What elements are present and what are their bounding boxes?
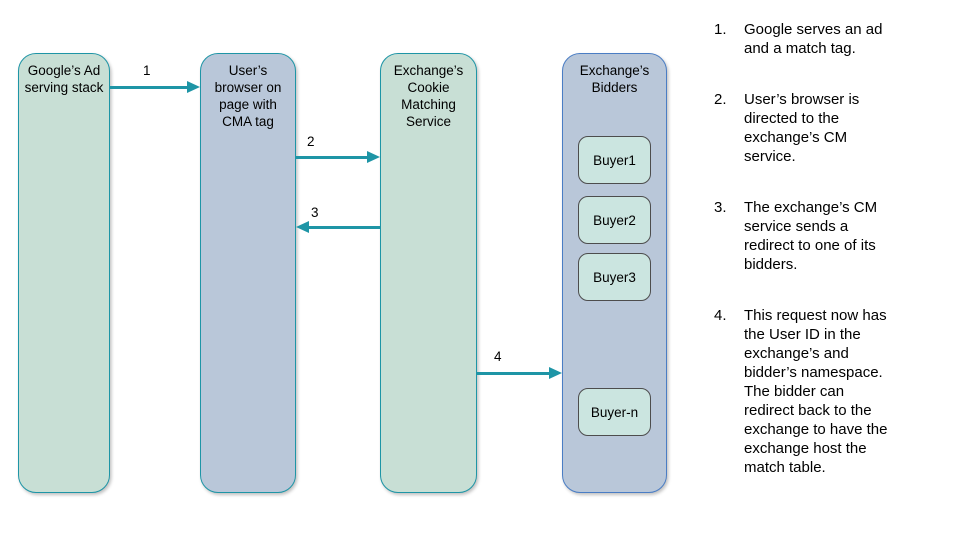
node-title-browser: User’s browser on page with CMA tag: [214, 63, 282, 129]
buyer-label-2: Buyer2: [593, 212, 636, 228]
step-item-2: 2. User’s browser is directed to the exc…: [714, 90, 939, 166]
buyer-label-1: Buyer1: [593, 152, 636, 168]
arrowhead-right-icon: [367, 151, 380, 163]
step-number: 1.: [714, 21, 727, 38]
arrow-4-cm-to-bidders: [477, 367, 562, 379]
buyer-box-2: Buyer2: [578, 196, 651, 244]
node-title-cm-service: Exchange’s Cookie Matching Service: [393, 63, 464, 129]
step-text: User’s browser is directed to the exchan…: [744, 91, 860, 165]
step-item-4: 4. This request now has the User ID in t…: [714, 306, 939, 477]
buyer-box-3: Buyer3: [578, 253, 651, 301]
step-text: The exchange’s CM service sends a redire…: [744, 199, 878, 273]
arrow-2-browser-to-cm: [296, 151, 380, 163]
buyer-label-n: Buyer-n: [590, 404, 639, 420]
step-text: Google serves an ad and a match tag.: [744, 21, 883, 57]
step-number: 2.: [714, 91, 727, 108]
node-cookie-matching-service: Exchange’s Cookie Matching Service: [380, 53, 477, 493]
arrow-line: [307, 225, 380, 229]
step-number: 3.: [714, 199, 727, 216]
arrow-1-google-to-browser: [110, 81, 200, 93]
buyer-box-1: Buyer1: [578, 136, 651, 184]
steps-list: 1. Google serves an ad and a match tag. …: [714, 20, 939, 477]
step-number: 4.: [714, 307, 727, 324]
arrow-line: [296, 155, 369, 159]
node-title-google: Google’s Ad serving stack: [24, 63, 104, 95]
arrowhead-left-icon: [296, 221, 309, 233]
buyer-box-n: Buyer-n: [578, 388, 651, 436]
arrowhead-right-icon: [549, 367, 562, 379]
arrow-label-4: 4: [494, 349, 502, 364]
step-item-1: 1. Google serves an ad and a match tag.: [714, 20, 939, 58]
step-item-3: 3. The exchange’s CM service sends a red…: [714, 198, 939, 274]
arrow-label-3: 3: [311, 205, 319, 220]
node-users-browser: User’s browser on page with CMA tag: [200, 53, 296, 493]
node-google-ad-serving-stack: Google’s Ad serving stack: [18, 53, 110, 493]
arrow-label-1: 1: [143, 63, 151, 78]
node-title-bidders: Exchange’s Bidders: [579, 63, 650, 95]
buyer-label-3: Buyer3: [593, 269, 636, 285]
node-exchange-bidders: Exchange’s Bidders Buyer1 Buyer2 Buyer3 …: [562, 53, 667, 493]
arrowhead-right-icon: [187, 81, 200, 93]
arrow-3-cm-to-browser: [296, 221, 380, 233]
step-text: This request now has the User ID in the …: [744, 307, 888, 476]
arrow-label-2: 2: [307, 134, 315, 149]
arrow-line: [477, 371, 551, 375]
arrow-line: [110, 85, 189, 89]
